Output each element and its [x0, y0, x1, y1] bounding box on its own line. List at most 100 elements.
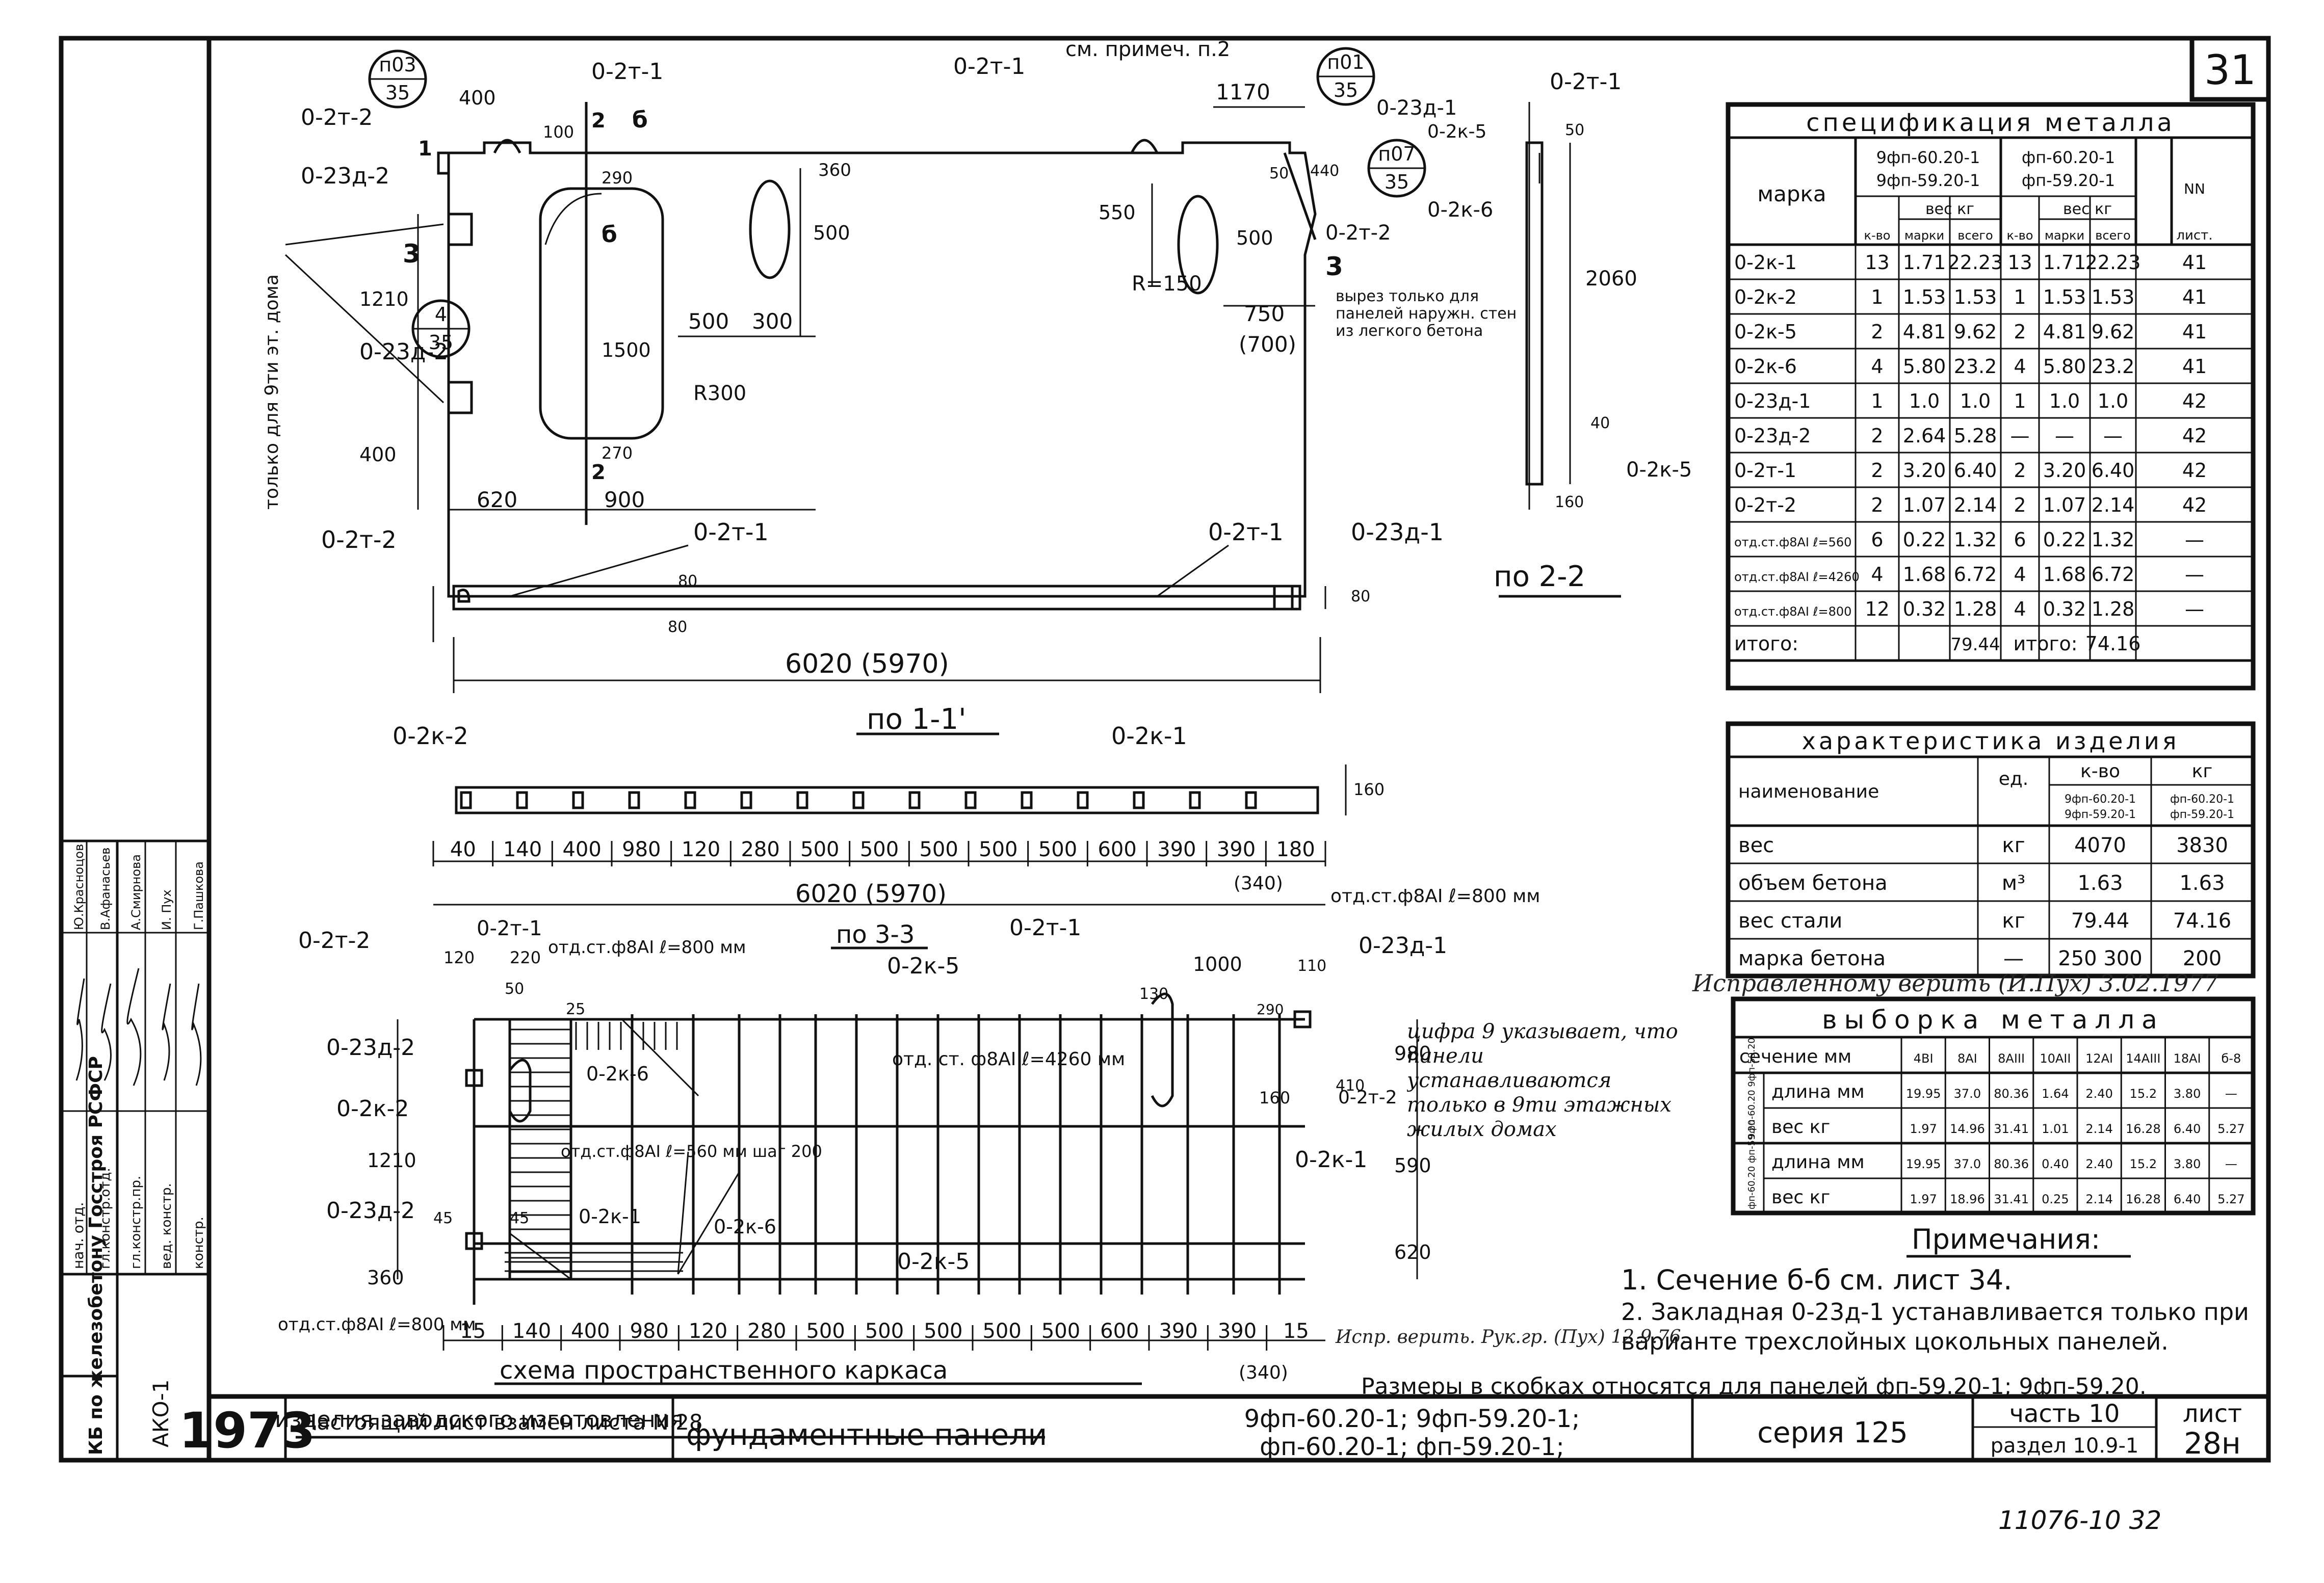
dim-label: 390: [1217, 838, 1256, 861]
title-block: 1973 изделия заводского изготовления фун…: [179, 1394, 2268, 1461]
char-cell: 200: [2183, 947, 2222, 970]
signature-4: [162, 983, 171, 1081]
sel-cell: 37.0: [1954, 1157, 1981, 1171]
lifting-loop-right: [1130, 139, 1159, 154]
spec-cell: 5.80: [2043, 355, 2086, 378]
svg-text:кг: кг: [2192, 761, 2213, 782]
svg-text:отд.ст.ф8АI ℓ=800 мм: отд.ст.ф8АI ℓ=800 мм: [1330, 886, 1540, 907]
svg-text:1: 1: [418, 137, 432, 161]
sel-cell: 19.95: [1906, 1087, 1941, 1101]
dim-label: 400: [571, 1320, 610, 1343]
svg-text:лист.: лист.: [2176, 228, 2212, 243]
section-2-2: по 2-2 0-2к-5: [1494, 102, 1692, 598]
cage-loop-left: [508, 1059, 532, 1123]
svg-text:0-23д-2: 0-23д-2: [326, 1035, 415, 1061]
svg-text:фп-59.20-1: фп-59.20-1: [2170, 808, 2234, 821]
svg-text:120: 120: [443, 948, 475, 967]
spec-cell: 1.0: [1960, 390, 1991, 412]
spec-cell: 13: [2007, 251, 2032, 274]
side-note-9-storey: только для 9ти эт. дома: [262, 274, 282, 510]
svg-text:110: 110: [1297, 957, 1326, 975]
cage-section-title: по 3-3: [836, 920, 915, 949]
dim-label: 15: [460, 1320, 486, 1343]
dim-label: 500: [1038, 838, 1077, 861]
sel-col: 4ВI: [1914, 1051, 1934, 1066]
svg-text:0-2т-1: 0-2т-1: [1550, 69, 1622, 95]
sel-cell: 0.25: [2042, 1192, 2069, 1206]
svg-text:вес кг: вес кг: [2063, 200, 2112, 218]
svg-text:50: 50: [1269, 165, 1289, 182]
spec-row-mark: 0-23д-2: [1734, 425, 1811, 447]
svg-text:0-2т-1: 0-2т-1: [591, 59, 663, 85]
svg-text:марки: марки: [2045, 228, 2084, 243]
section-2-2-title: по 2-2: [1494, 560, 1585, 593]
spec-cell: 42: [2182, 494, 2207, 516]
spec-row-mark: 0-2к-2: [1734, 286, 1797, 308]
sel-cell: 31.41: [1994, 1122, 2029, 1136]
svg-text:марки: марки: [1904, 228, 1944, 243]
svg-text:0-2к-1: 0-2к-1: [1111, 722, 1187, 750]
bar-mark: [964, 791, 977, 809]
embed-lower: [447, 381, 473, 414]
svg-text:0-2к-5: 0-2к-5: [897, 1249, 970, 1275]
spec-cell: 9.62: [2092, 321, 2135, 343]
title-section: раздел 10.9-1: [1991, 1434, 2139, 1458]
svg-text:45: 45: [433, 1209, 453, 1227]
sel-cell: 19.95: [1906, 1157, 1941, 1171]
cage-verticals: [631, 1014, 1281, 1295]
svg-text:1170: 1170: [1216, 80, 1270, 104]
title-name: фундаментные панели: [686, 1417, 1047, 1452]
dim-label: 600: [1098, 838, 1136, 861]
section-1-1: по 1-1' 0-2к-2 0-2к-1 160 6020 (5970) (3…: [393, 703, 1385, 908]
spec-cell: 1.71: [2043, 251, 2086, 274]
svg-text:0-23д-1: 0-23д-1: [1376, 96, 1457, 120]
spec-cell: 2: [1871, 494, 1883, 516]
svg-text:0-2к-6: 0-2к-6: [586, 1063, 649, 1085]
spec-cell: —: [2185, 529, 2204, 551]
svg-text:0-2т-2: 0-2т-2: [321, 526, 397, 553]
svg-text:620: 620: [1394, 1241, 1431, 1263]
sel-cell: 3.80: [2174, 1087, 2201, 1101]
dim-label: 390: [1157, 838, 1196, 861]
name-3: А.Смирнова: [129, 854, 143, 930]
title-year: 1973: [179, 1402, 315, 1459]
spec-cell: —: [2185, 563, 2204, 586]
cut-note: вырез только для панелей наружн. стен из…: [1336, 288, 1517, 340]
spec-cell: 9.62: [1954, 321, 1997, 343]
svg-text:1210: 1210: [367, 1149, 416, 1172]
svg-text:410: 410: [1336, 1077, 1365, 1095]
dim-label: 500: [860, 838, 899, 861]
title-category: изделия заводского изготовления: [275, 1407, 684, 1433]
bar-mark: [1245, 791, 1257, 809]
svg-text:0-2к-2: 0-2к-2: [393, 722, 468, 750]
char-cell: кг: [2002, 834, 2025, 857]
dim-label: 120: [682, 838, 720, 861]
svg-text:0-23д-1: 0-23д-1: [1351, 518, 1444, 546]
spec-cell: 1: [1871, 390, 1883, 412]
svg-text:0-2к-1: 0-2к-1: [1295, 1147, 1367, 1173]
spec-cell: 4.81: [2043, 321, 2086, 343]
spec-cell: 6: [2014, 529, 2026, 551]
svg-text:360: 360: [818, 160, 851, 180]
spec-row-mark: отд.ст.ф8АI ℓ=560: [1734, 535, 1851, 549]
svg-text:290: 290: [1257, 1001, 1284, 1018]
spec-cell: 41: [2182, 321, 2207, 343]
title-series: серия 125: [1757, 1416, 1908, 1449]
sel-row-name: длина мм: [1771, 1081, 1865, 1102]
nine-storey-note: цифра 9 указывает, что панели устанавлив…: [1407, 1020, 1678, 1141]
svg-text:п03: п03: [379, 54, 416, 76]
svg-text:отд.ст.ф8АI ℓ=800 мм: отд.ст.ф8АI ℓ=800 мм: [548, 937, 746, 958]
svg-text:0-2к-1: 0-2к-1: [579, 1205, 641, 1228]
bar-mark: [1133, 791, 1145, 809]
spec-total-label: итого:: [1734, 632, 1798, 655]
svg-text:отд.ст.ф8АI ℓ=800 мм: отд.ст.ф8АI ℓ=800 мм: [278, 1314, 476, 1335]
sel-cell: 80.36: [1994, 1087, 2029, 1101]
spec-cell: 6: [1871, 529, 1883, 551]
spec-cell: 1.68: [2043, 563, 2086, 586]
spec-cell: 4: [1871, 355, 1883, 378]
name-4: И. Пух: [160, 889, 174, 930]
note-sizes: Размеры в скобках относятся для панелей …: [1361, 1374, 2147, 1400]
spec-title: спецификация металла: [1806, 109, 2175, 137]
svg-text:к-во: к-во: [2080, 761, 2120, 782]
